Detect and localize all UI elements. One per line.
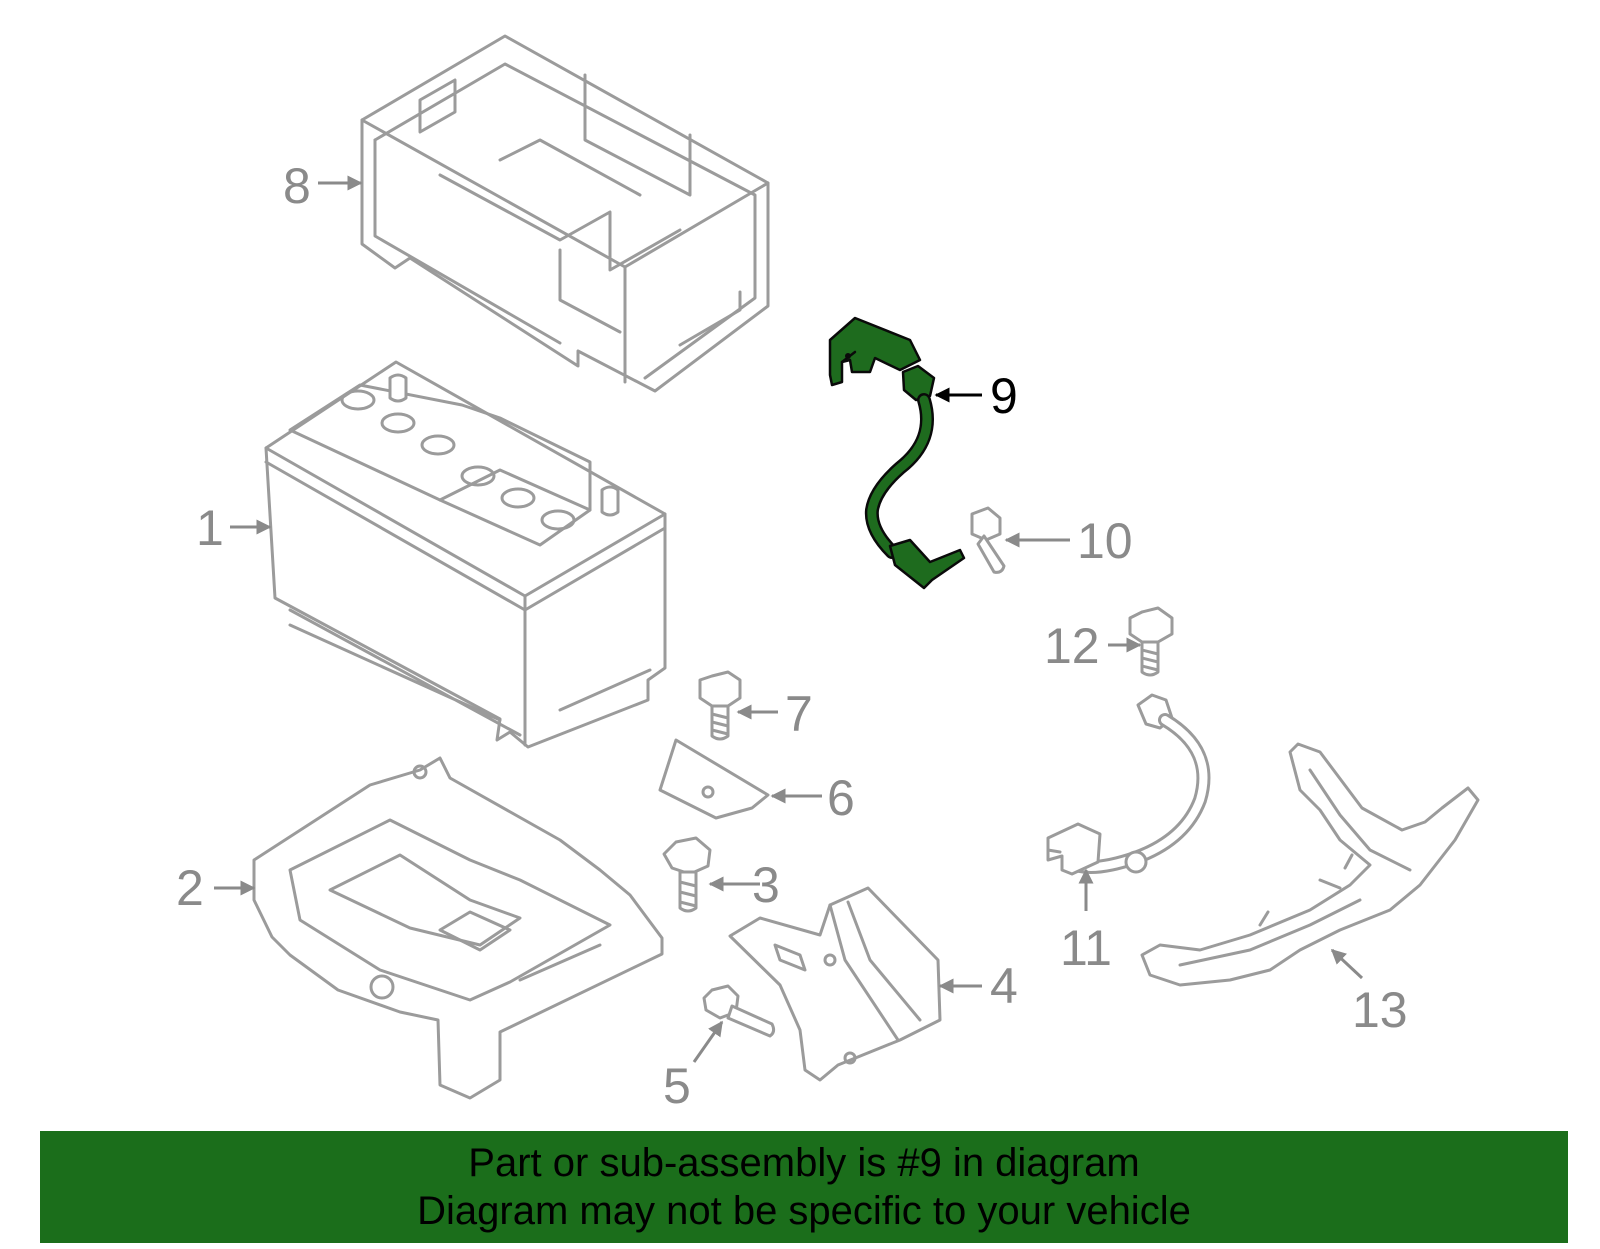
callout-7: 7 xyxy=(785,686,813,742)
leader-lines xyxy=(214,175,1364,1063)
banner-disclaimer: Diagram may not be specific to your vehi… xyxy=(417,1189,1191,1233)
callout-9: 9 xyxy=(990,368,1018,424)
callout-10: 10 xyxy=(1077,513,1133,569)
callout-1: 1 xyxy=(196,500,224,556)
callout-5: 5 xyxy=(663,1058,691,1114)
part-1-battery xyxy=(264,360,667,749)
part-10-bolt xyxy=(970,506,1006,574)
part-2-battery-tray xyxy=(252,756,664,1100)
callout-2: 2 xyxy=(176,860,204,916)
callout-8: 8 xyxy=(283,158,311,214)
callout-12: 12 xyxy=(1044,618,1100,674)
part-13-bracket-rail xyxy=(1140,742,1480,987)
part-12-bolt xyxy=(1128,606,1174,677)
part-11-harness xyxy=(1046,693,1211,876)
callout-4: 4 xyxy=(990,958,1018,1014)
part-7-bolt xyxy=(698,670,742,741)
part-8-battery-cover xyxy=(360,34,770,393)
part-6-bracket-plate xyxy=(658,738,770,820)
part-4-bracket xyxy=(728,886,942,1082)
banner-part-note: Part or sub-assembly is #9 in diagram xyxy=(468,1141,1140,1185)
part-9-battery-cable xyxy=(828,316,966,590)
callout-6: 6 xyxy=(827,770,855,826)
part-3-bolt xyxy=(662,836,712,913)
callout-3: 3 xyxy=(752,857,780,913)
callout-11: 11 xyxy=(1060,920,1112,976)
callout-labels: 8 1 2 3 4 5 6 7 9 10 11 12 13 xyxy=(176,158,1408,1114)
part-5-bolt xyxy=(702,984,776,1038)
callout-13: 13 xyxy=(1352,982,1408,1038)
info-banner: Part or sub-assembly is #9 in diagram Di… xyxy=(40,1131,1568,1243)
